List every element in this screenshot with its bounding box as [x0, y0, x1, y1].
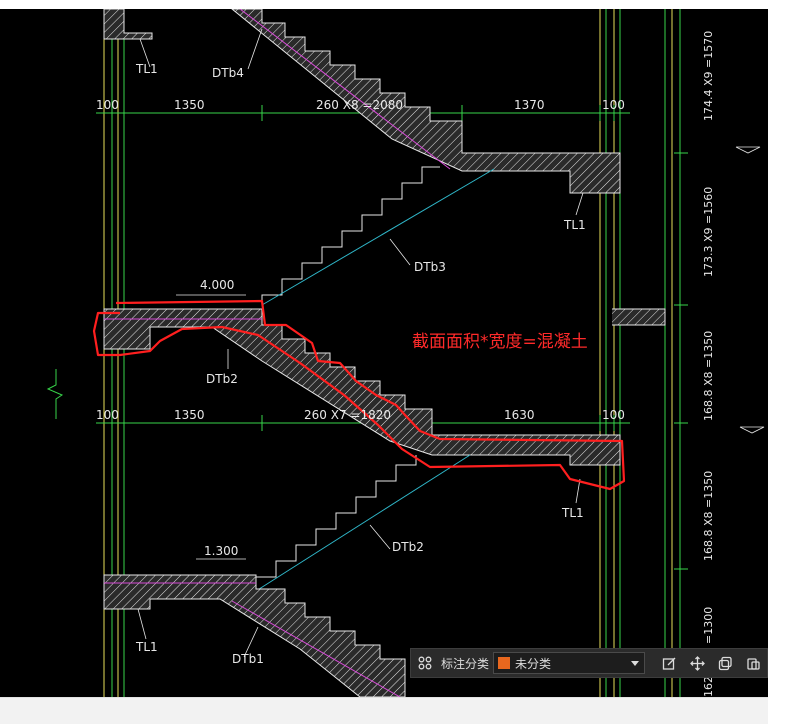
- stair-flight-dtb2-lower: [255, 454, 471, 592]
- dim-mid-100-right: 100: [602, 408, 625, 422]
- dim-mid-100-left: 100: [96, 408, 119, 422]
- dim-top-100-left: 100: [96, 98, 119, 112]
- dim-vertical-1350-upper: 168.8 X8 =1350: [702, 331, 715, 421]
- label-tl1-top: TL1: [135, 62, 158, 76]
- label-tl1-mid: TL1: [563, 218, 586, 232]
- copy-icon[interactable]: [714, 652, 736, 674]
- cad-canvas[interactable]: TL1 DTb4 TL1 DTb3 4.000 DTb2 TL1 DTb2 1.…: [0, 9, 768, 697]
- edit-icon[interactable]: [658, 652, 680, 674]
- horizontal-scrollbar[interactable]: [0, 697, 768, 724]
- leader-lines: [137, 28, 765, 658]
- stair-section-drawing: TL1 DTb4 TL1 DTb3 4.000 DTb2 TL1 DTb2 1.…: [46, 9, 765, 697]
- label-elevation-1300: 1.300: [204, 544, 238, 558]
- label-dtb3: DTb3: [414, 260, 446, 274]
- dim-top-1350: 1350: [174, 98, 205, 112]
- label-tl1-lower: TL1: [561, 506, 584, 520]
- annotation-formula: 截面面积*宽度=混凝土: [412, 332, 588, 352]
- label-dtb4: DTb4: [212, 66, 244, 80]
- category-select[interactable]: 未分类: [493, 652, 646, 674]
- chevron-down-icon: [630, 659, 640, 667]
- category-label: 标注分类: [441, 656, 490, 671]
- break-symbol-left: [46, 369, 64, 419]
- dim-mid-1350: 1350: [174, 408, 205, 422]
- stair-flight-dtb1: [103, 574, 406, 697]
- dim-vertical-1560: 173.3 X9 =1560: [702, 187, 715, 277]
- dim-vertical-1570: 174.4 X9 =1570: [702, 31, 715, 121]
- stair-flight-dtb2-upper: [103, 308, 666, 466]
- dim-mid-1820: 260 X7 =1820: [304, 408, 391, 422]
- dim-top-1370: 1370: [514, 98, 545, 112]
- grid-icon[interactable]: [414, 652, 436, 674]
- annotation-toolbar: 标注分类 未分类: [410, 648, 768, 678]
- category-selected-value: 未分类: [515, 656, 552, 671]
- move-icon[interactable]: [686, 652, 708, 674]
- stair-flight-dtb3: [261, 166, 495, 306]
- red-section-outline: [92, 299, 626, 491]
- label-dtb2-lower: DTb2: [392, 540, 424, 554]
- paste-icon[interactable]: [742, 652, 764, 674]
- dim-top-100-right: 100: [602, 98, 625, 112]
- category-swatch: [498, 657, 511, 669]
- label-tl1-bottom: TL1: [135, 640, 158, 654]
- label-dtb1: DTb1: [232, 652, 264, 666]
- dim-top-2080: 260 X8 =2080: [316, 98, 403, 112]
- right-margin: [768, 9, 795, 697]
- wall-lines: [103, 9, 673, 697]
- stair-flight-dtb4: [103, 9, 621, 194]
- label-elevation-4000: 4.000: [200, 278, 234, 292]
- dim-vertical-1350-lower: 168.8 X8 =1350: [702, 471, 715, 561]
- dimension-lines: [96, 9, 688, 697]
- dim-mid-1630: 1630: [504, 408, 535, 422]
- label-dtb2-upper: DTb2: [206, 372, 238, 386]
